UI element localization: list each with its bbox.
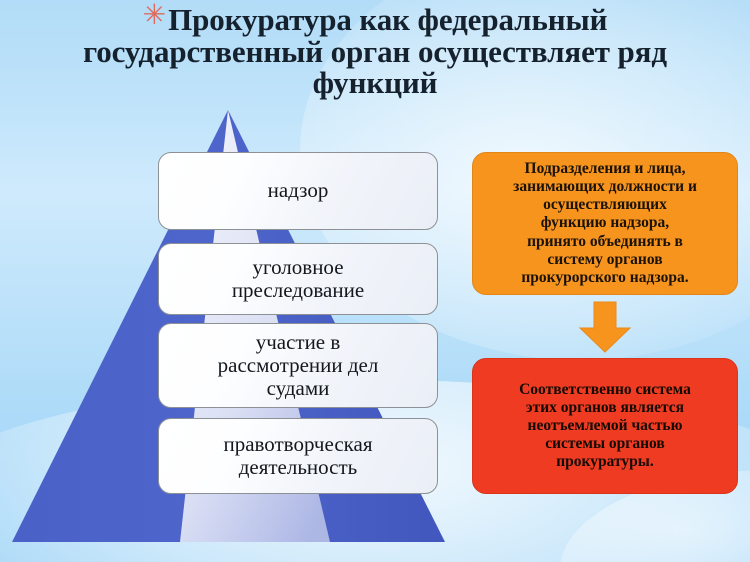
function-box-uchastie-v-rassmotrenii-del-sudami[interactable]: участие в рассмотрении дел судами — [158, 323, 438, 408]
function-box-ugolovnoe-presledovanie[interactable]: уголовное преследование — [158, 243, 438, 315]
page-title-text: Прокуратура как федеральный государствен… — [83, 2, 667, 101]
callout-box-orange[interactable]: Подразделения и лица, занимающих должнос… — [472, 152, 738, 295]
function-box-pravotvorcheskaya-deyatelnost[interactable]: правотворческая деятельность — [158, 418, 438, 494]
callout-box-red[interactable]: Соответственно система этих органов явля… — [472, 358, 738, 494]
page-title: ✳Прокуратура как федеральный государстве… — [40, 0, 710, 101]
function-box-nadzor[interactable]: надзор — [158, 152, 438, 230]
down-arrow-icon — [578, 301, 632, 353]
bullet-icon: ✳ — [142, 0, 167, 31]
